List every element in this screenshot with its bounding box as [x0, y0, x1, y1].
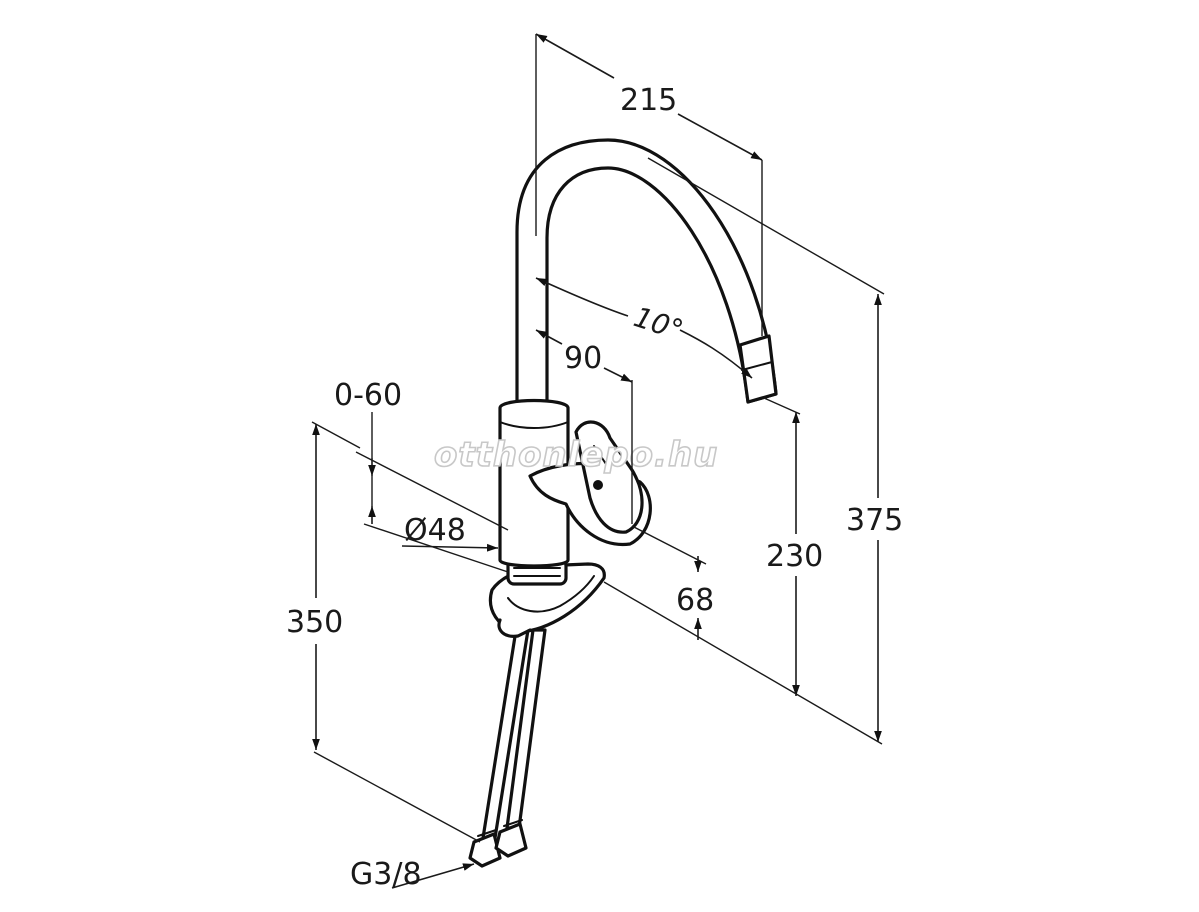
- dim-lever-height-label: 68: [676, 583, 714, 618]
- dim-deck-thickness-label: 0-60: [334, 378, 402, 413]
- dim-hose-length-label: 350: [286, 605, 343, 640]
- dim-spout-reach: 215: [535, 33, 763, 336]
- supply-hoses: [468, 628, 547, 868]
- dim-lever-offset-label: 90: [564, 341, 602, 376]
- dim-total-height-label: 375: [846, 503, 903, 538]
- dim-outlet-height: 230: [763, 397, 823, 696]
- dim-base-diameter: Ø48: [401, 513, 499, 552]
- dim-hose-length: 350: [286, 421, 481, 843]
- dim-spout-reach-label: 215: [620, 83, 677, 118]
- faucet-outline: [468, 138, 778, 868]
- dim-swivel-angle-label: 10°: [630, 300, 687, 347]
- dim-base-diameter-label: Ø48: [404, 513, 466, 548]
- spray-head: [738, 334, 778, 404]
- lever-handle: [528, 420, 652, 547]
- dim-connection-thread: G3/8: [350, 857, 475, 892]
- dim-lever-height: 68: [631, 525, 714, 640]
- watermark-text: otthonlepo.hu: [434, 435, 718, 475]
- dim-connection-thread-label: G3/8: [350, 857, 422, 892]
- dim-lever-offset: 90: [535, 329, 633, 524]
- dim-total-height: 375: [603, 157, 903, 745]
- dim-outlet-height-label: 230: [766, 539, 823, 574]
- dim-deck-thickness: 0-60: [334, 378, 509, 573]
